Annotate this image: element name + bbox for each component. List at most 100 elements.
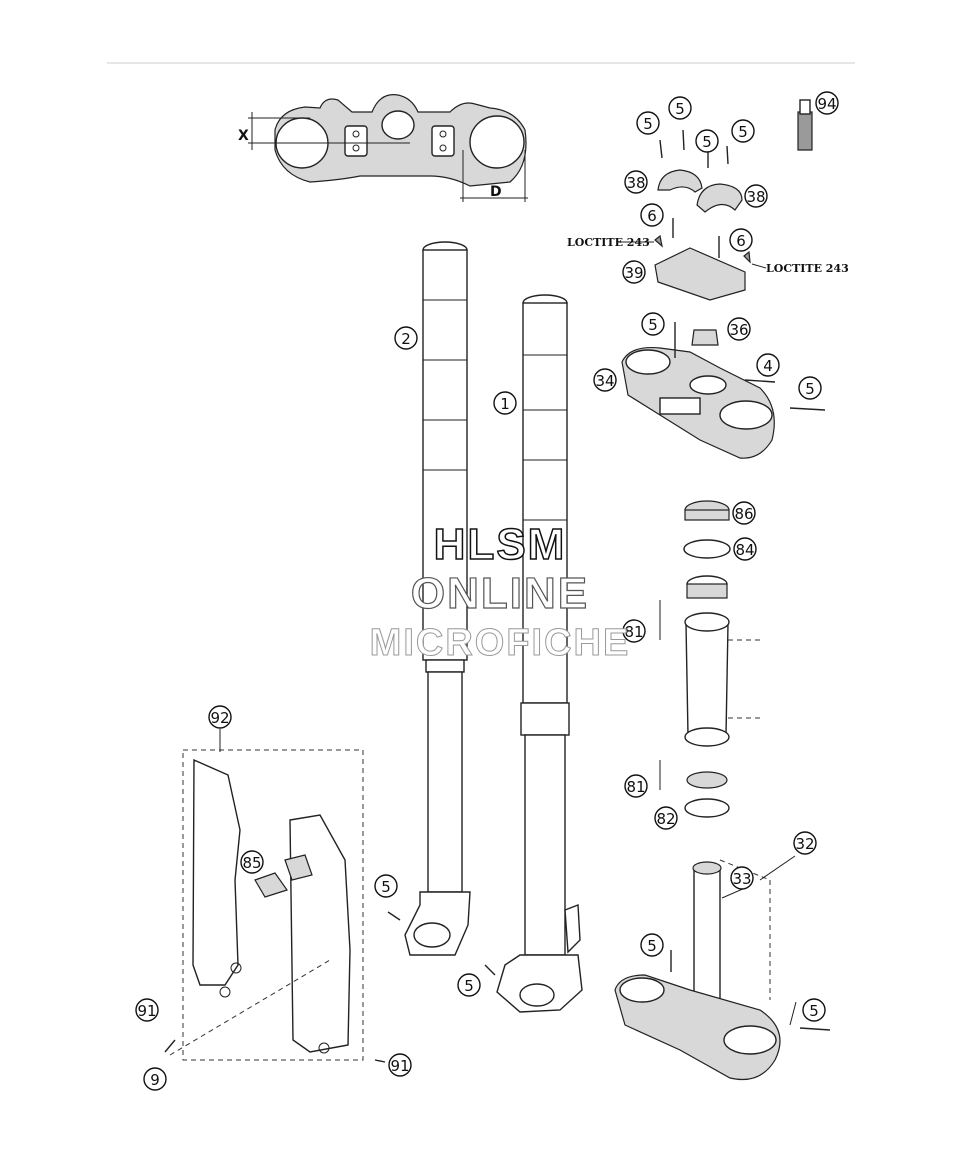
callout-9: 9 [143, 1067, 167, 1091]
callout-1: 1 [493, 391, 517, 415]
callout-6: 6 [640, 203, 664, 227]
callout-85: 85 [240, 850, 264, 874]
callout-circle [624, 774, 648, 798]
callout-circle [815, 91, 839, 115]
callout-5: 5 [695, 129, 719, 153]
callout-circle [636, 111, 660, 135]
loctite-label-right: LOCTITE 243 [766, 262, 849, 275]
callout-number: 81 [626, 778, 645, 796]
callout-circle [640, 933, 664, 957]
callout-6: 6 [729, 228, 753, 252]
loctite-label-left: LOCTITE 243 [567, 236, 650, 249]
callout-5: 5 [798, 376, 822, 400]
callout-38: 38 [624, 170, 648, 194]
callout-84: 84 [733, 537, 757, 561]
callout-92: 92 [208, 705, 232, 729]
callout-number: 84 [735, 541, 754, 559]
callout-38: 38 [744, 184, 768, 208]
dimension-x-label: X [238, 128, 249, 144]
callout-circle [624, 170, 648, 194]
callout-number: 82 [656, 810, 675, 828]
callout-number: 5 [805, 380, 815, 398]
callout-number: 92 [210, 709, 229, 727]
callout-circle [240, 850, 264, 874]
upper-triple-clamp [621, 322, 826, 459]
callout-circle [641, 312, 665, 336]
callout-number: 4 [763, 357, 773, 375]
callout-circle [731, 119, 755, 143]
callout-number: 2 [401, 330, 411, 348]
callout-circle [668, 96, 692, 120]
callout-86: 86 [732, 501, 756, 525]
callout-circle [593, 368, 617, 392]
callout-number: 36 [729, 321, 748, 339]
callout-circle [756, 353, 780, 377]
callout-circle [744, 184, 768, 208]
callout-5: 5 [802, 998, 826, 1022]
callout-circle [802, 998, 826, 1022]
callout-5: 5 [731, 119, 755, 143]
callout-circle [640, 203, 664, 227]
callout-5: 5 [668, 96, 692, 120]
callout-number: 38 [626, 174, 645, 192]
callout-number: 91 [390, 1057, 409, 1075]
callout-number: 5 [643, 115, 653, 133]
callout-5: 5 [641, 312, 665, 336]
callout-circle [798, 376, 822, 400]
callout-number: 6 [647, 207, 657, 225]
callout-number: 5 [702, 133, 712, 151]
callout-circle [622, 619, 646, 643]
steering-bearing-stack [659, 500, 760, 818]
callout-number: 5 [648, 316, 658, 334]
callout-number: 5 [647, 937, 657, 955]
callout-94: 94 [815, 91, 839, 115]
callout-91: 91 [388, 1053, 412, 1077]
callout-number: 85 [242, 854, 261, 872]
handlebar-clamp-set: LOCTITE 243 LOCTITE 243 [567, 99, 849, 301]
callout-circle [730, 866, 754, 890]
callout-number: 5 [809, 1002, 819, 1020]
callout-5: 5 [374, 874, 398, 898]
callout-number: 39 [624, 264, 643, 282]
callout-33: 33 [730, 866, 754, 890]
callout-circle [394, 326, 418, 350]
callout-5: 5 [636, 111, 660, 135]
callout-circle [135, 998, 159, 1022]
callout-circle [493, 391, 517, 415]
fork-leg-2 [404, 241, 471, 956]
callout-circle [695, 129, 719, 153]
callout-number: 5 [675, 100, 685, 118]
callout-number: 5 [738, 123, 748, 141]
callout-circle [457, 973, 481, 997]
lower-triple-clamp [614, 859, 831, 1081]
callout-number: 34 [595, 372, 614, 390]
callout-circle [622, 260, 646, 284]
callout-number: 94 [817, 95, 836, 113]
callout-circle [733, 537, 757, 561]
callout-circle [732, 501, 756, 525]
callout-number: 6 [736, 232, 746, 250]
callout-5: 5 [640, 933, 664, 957]
callout-circle [727, 317, 751, 341]
callout-5: 5 [457, 973, 481, 997]
callout-number: 32 [795, 835, 814, 853]
callout-circle [654, 806, 678, 830]
callout-number: 1 [500, 395, 510, 413]
callout-number: 5 [464, 977, 474, 995]
callout-34: 34 [593, 368, 617, 392]
callout-81: 81 [624, 774, 648, 798]
callout-36: 36 [727, 317, 751, 341]
callout-circle [143, 1067, 167, 1091]
callout-circle [793, 831, 817, 855]
callout-circle [208, 705, 232, 729]
callout-number: 38 [746, 188, 765, 206]
callout-number: 9 [150, 1071, 160, 1089]
callout-circle [374, 874, 398, 898]
callout-39: 39 [622, 260, 646, 284]
callout-number: 33 [732, 870, 751, 888]
callout-4: 4 [756, 353, 780, 377]
callout-circle [729, 228, 753, 252]
dimension-d-label: D [490, 184, 502, 200]
